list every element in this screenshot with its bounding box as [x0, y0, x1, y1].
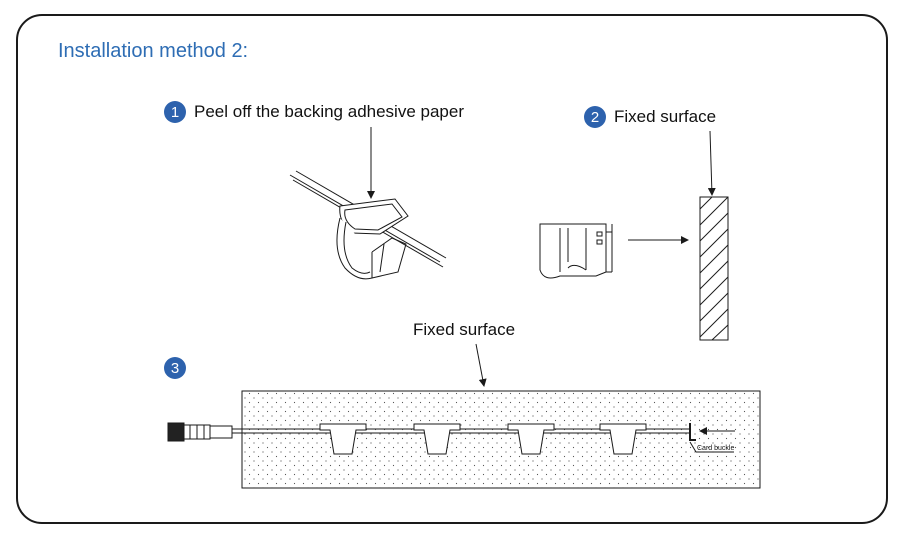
dotted-fixed-surface [241, 390, 761, 489]
pixel-clip [599, 423, 647, 455]
step-2-label: 2 Fixed surface [584, 106, 716, 128]
pixel-clip [319, 423, 367, 455]
step-3-arrow [475, 343, 487, 387]
fixed-surface-wall [699, 196, 729, 341]
step-1-badge: 1 [164, 101, 186, 123]
step-1-text: Peel off the backing adhesive paper [194, 102, 464, 121]
step-2-badge: 2 [584, 106, 606, 128]
step-2-text: Fixed surface [614, 107, 717, 126]
pixel-clip [507, 423, 555, 455]
page-title: Installation method 2: [58, 40, 249, 62]
card-buckle-label: Card buckle [697, 445, 734, 452]
step-2-arrow [707, 130, 716, 196]
connector [167, 422, 185, 442]
clip-side-view [539, 223, 607, 279]
step-3-badge: 3 [164, 357, 186, 379]
step-3-surface-label: Fixed surface [413, 320, 516, 339]
content-frame [16, 14, 888, 524]
pixel-clip [413, 423, 461, 455]
step-1-illustration [289, 127, 447, 280]
pixel-clips [319, 423, 647, 455]
step-2-illustration [539, 130, 729, 341]
step-3-label: 3 [164, 357, 194, 379]
step-3-illustration [167, 343, 761, 489]
card-buckle [689, 423, 696, 441]
step-1-label: 1 Peel off the backing adhesive paper [164, 101, 464, 123]
